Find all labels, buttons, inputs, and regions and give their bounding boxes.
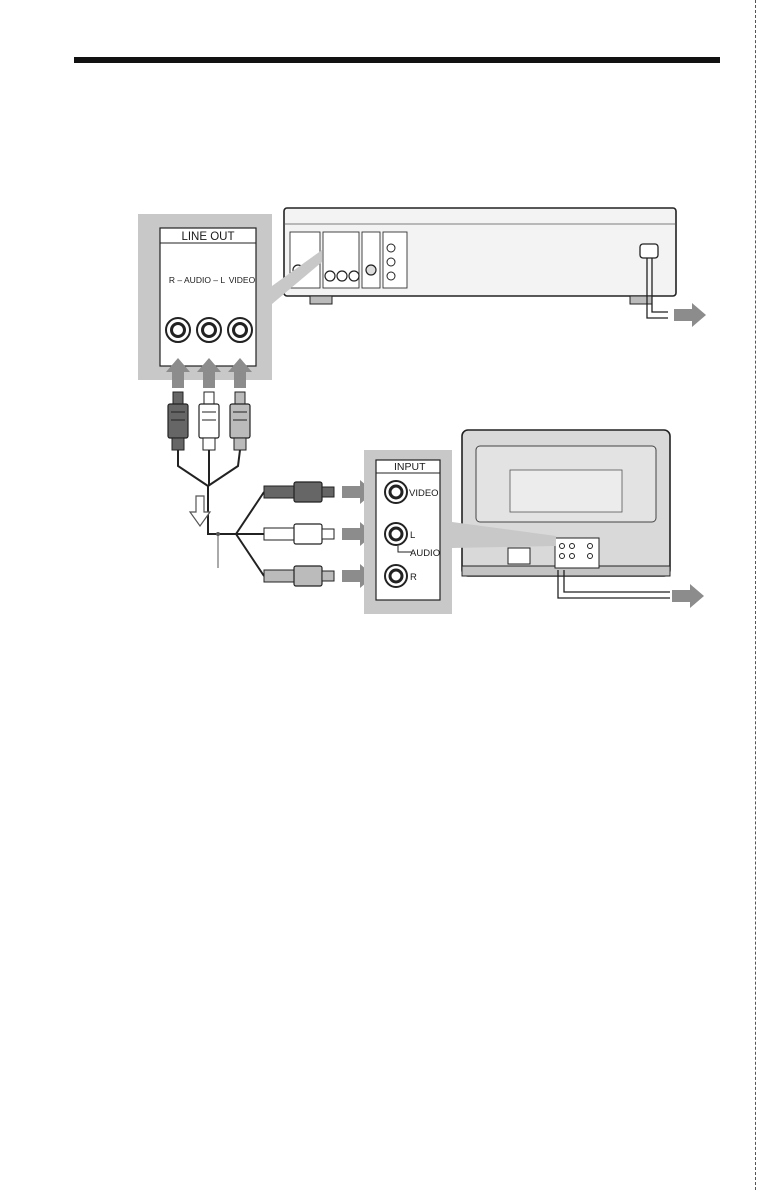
- tv-input-panel: [364, 450, 452, 614]
- rca-jack-icon: [385, 481, 407, 587]
- tv-rear-view: [462, 430, 670, 598]
- rca-plug-icon: [264, 482, 334, 586]
- tv-audio-label: AUDIO: [410, 548, 440, 559]
- tv-left-label: L: [410, 530, 415, 541]
- power-arrow-icon: [674, 303, 706, 327]
- rca-plug-icon: [168, 392, 250, 450]
- signal-flow-arrow-icon: [166, 358, 252, 388]
- tv-right-label: R: [410, 572, 417, 583]
- tv-video-label: VIDEO: [409, 488, 439, 499]
- input-title: INPUT: [394, 461, 426, 473]
- line-out-title: LINE OUT: [181, 231, 234, 243]
- power-arrow-icon: [672, 584, 704, 608]
- rca-jack-icon: [166, 318, 252, 342]
- video-jack-label: VIDEO: [229, 275, 256, 285]
- player-rear-view: [284, 208, 676, 318]
- cable-callout-dot: [216, 532, 220, 536]
- audio-jack-labels: R – AUDIO – L: [169, 275, 225, 285]
